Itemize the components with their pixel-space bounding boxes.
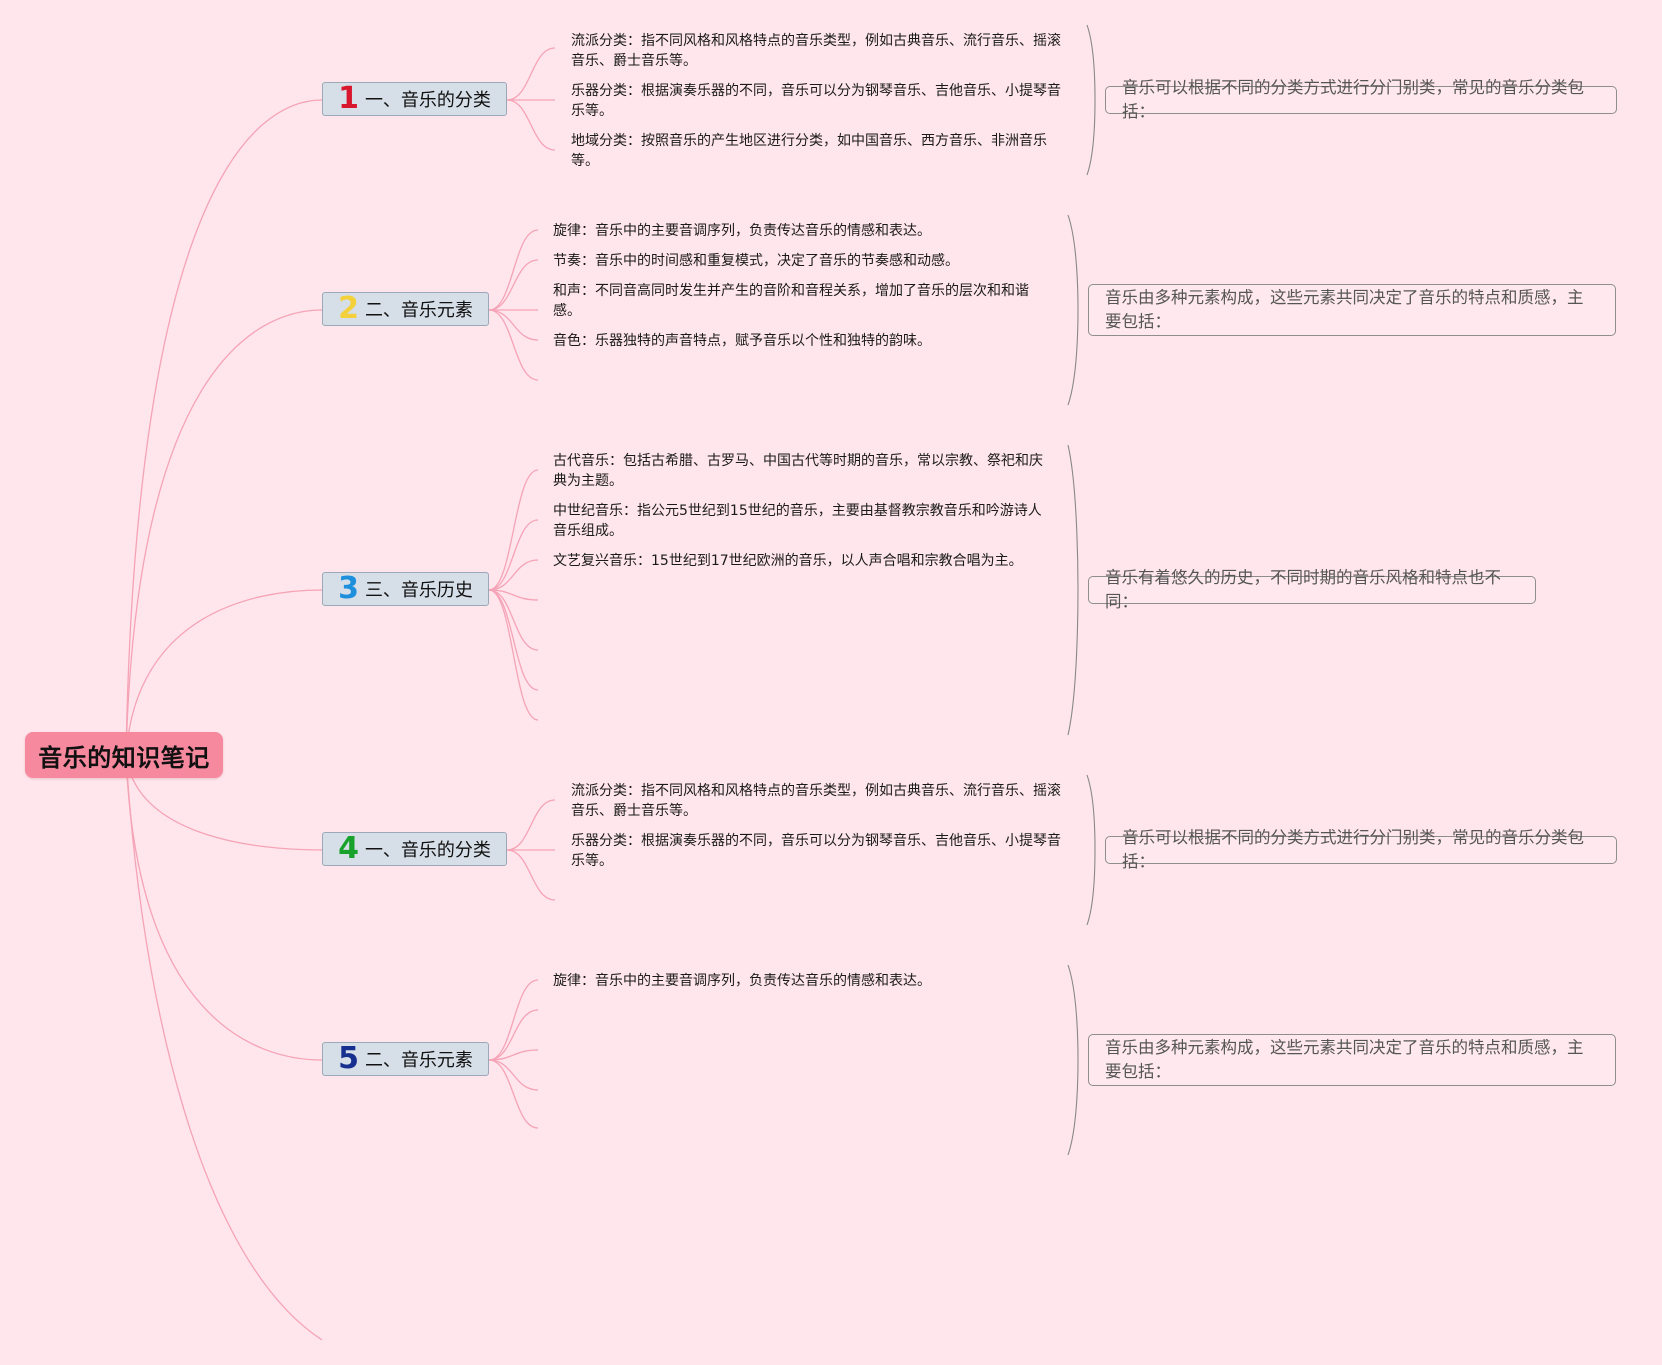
leaf-connector-4-1	[506, 799, 556, 851]
topic-number-badge: 3	[338, 571, 359, 606]
topic-4[interactable]: 4 一、音乐的分类	[322, 832, 507, 866]
topic-title: 三、音乐历史	[364, 580, 473, 601]
root-connector-5	[125, 754, 323, 1061]
leaf-connector-1-1	[506, 47, 556, 101]
leaf-connector-2-4	[488, 309, 539, 341]
root-connector-3	[125, 589, 323, 756]
leaf-connector-3-6	[488, 589, 539, 691]
summary-3[interactable]: 音乐有着悠久的历史，不同时期的音乐风格和特点也不同：	[1088, 568, 1536, 611]
leaf-4-2[interactable]: 乐器分类：根据演奏乐器的不同，音乐可以分为钢琴音乐、吉他音乐、小提琴音乐等。	[571, 833, 1061, 869]
leaf-connector-3-7	[488, 589, 539, 721]
root-connector-2	[125, 309, 323, 756]
leaf-connector-5-4	[488, 1059, 539, 1091]
topic-number-badge: 5	[338, 1041, 359, 1076]
leaf-2-1[interactable]: 旋律：音乐中的主要音调序列，负责传达音乐的情感和表达。	[553, 223, 931, 239]
leaf-2-3[interactable]: 和声：不同音高同时发生并产生的音阶和音程关系，增加了音乐的层次和和谐感。	[553, 283, 1029, 319]
leaf-5-1[interactable]: 旋律：音乐中的主要音调序列，负责传达音乐的情感和表达。	[553, 973, 931, 989]
leaf-1-1[interactable]: 流派分类：指不同风格和风格特点的音乐类型，例如古典音乐、流行音乐、摇滚音乐、爵士…	[571, 33, 1061, 69]
summary-bracket-5	[1067, 964, 1079, 1156]
topic-number-badge: 2	[338, 291, 359, 326]
leaf-connector-5-5	[488, 1059, 539, 1129]
leaf-3-3[interactable]: 文艺复兴音乐：15世纪到17世纪欧洲的音乐，以人声合唱和宗教合唱为主。	[553, 553, 1023, 569]
leaf-connector-3-3	[488, 559, 539, 591]
topic-3[interactable]: 3 三、音乐历史	[322, 572, 489, 606]
leaf-2-4[interactable]: 音色：乐器独特的声音特点，赋予音乐以个性和独特的韵味。	[553, 333, 931, 349]
summary-text: 音乐可以根据不同的分类方式进行分门别类，常见的音乐分类包括：	[1122, 78, 1584, 121]
topic-5[interactable]: 5 二、音乐元素	[322, 1042, 489, 1076]
leaf-connector-5-3	[488, 1049, 539, 1061]
leaf-connector-1-3	[506, 99, 556, 151]
leaf-connector-2-1	[488, 229, 539, 311]
leaf-2-2[interactable]: 节奏：音乐中的时间感和重复模式，决定了音乐的节奏感和动感。	[553, 253, 959, 269]
leaf-4-1[interactable]: 流派分类：指不同风格和风格特点的音乐类型，例如古典音乐、流行音乐、摇滚音乐、爵士…	[571, 783, 1061, 819]
summary-2[interactable]: 音乐由多种元素构成，这些元素共同决定了音乐的特点和质感，主要包括：	[1088, 284, 1616, 336]
leaf-connector-5-1	[488, 979, 539, 1061]
leaf-connector-2-5	[488, 309, 539, 381]
leaf-connector-2-2	[488, 259, 539, 311]
leaf-connector-4-3	[506, 849, 556, 901]
leaf-connector-3-4	[488, 589, 539, 601]
topic-number-badge: 4	[338, 831, 359, 866]
leaf-connector-5-2	[488, 1009, 539, 1061]
summary-bracket-4	[1086, 774, 1096, 926]
leaf-connector-3-2	[488, 519, 539, 591]
topic-2[interactable]: 2 二、音乐元素	[322, 292, 489, 326]
topic-title: 一、音乐的分类	[364, 90, 491, 111]
leaf-1-3[interactable]: 地域分类：按照音乐的产生地区进行分类，如中国音乐、西方音乐、非洲音乐等。	[571, 133, 1047, 169]
leaf-1-2[interactable]: 乐器分类：根据演奏乐器的不同，音乐可以分为钢琴音乐、吉他音乐、小提琴音乐等。	[571, 83, 1061, 119]
summary-bracket-1	[1086, 24, 1096, 176]
topic-title: 一、音乐的分类	[364, 840, 491, 861]
leaf-connector-3-5	[488, 589, 539, 651]
root-title: 音乐的知识笔记	[38, 743, 210, 772]
summary-5[interactable]: 音乐由多种元素构成，这些元素共同决定了音乐的特点和质感，主要包括：	[1088, 1034, 1616, 1086]
root-topic[interactable]: 音乐的知识笔记	[25, 732, 223, 778]
summary-bracket-3	[1067, 444, 1079, 736]
summary-text: 音乐由多种元素构成，这些元素共同决定了音乐的特点和质感，主要包括：	[1105, 1038, 1584, 1081]
leaf-3-2[interactable]: 中世纪音乐：指公元5世纪到15世纪的音乐，主要由基督教宗教音乐和吟游诗人音乐组成…	[553, 503, 1042, 539]
topic-number-badge: 1	[338, 81, 359, 116]
root-connector-tail	[125, 754, 323, 1341]
summary-text: 音乐有着悠久的历史，不同时期的音乐风格和特点也不同：	[1105, 568, 1501, 611]
summary-bracket-2	[1067, 214, 1079, 406]
root-connector-1	[125, 99, 323, 756]
topic-title: 二、音乐元素	[364, 1050, 473, 1071]
topic-title: 二、音乐元素	[364, 300, 473, 321]
summary-1[interactable]: 音乐可以根据不同的分类方式进行分门别类，常见的音乐分类包括：	[1105, 78, 1617, 121]
summary-text: 音乐可以根据不同的分类方式进行分门别类，常见的音乐分类包括：	[1122, 828, 1584, 871]
leaf-connector-3-1	[488, 469, 539, 591]
summary-text: 音乐由多种元素构成，这些元素共同决定了音乐的特点和质感，主要包括：	[1105, 288, 1584, 331]
topic-1[interactable]: 1 一、音乐的分类	[322, 82, 507, 116]
summary-4[interactable]: 音乐可以根据不同的分类方式进行分门别类，常见的音乐分类包括：	[1105, 828, 1617, 871]
leaf-3-1[interactable]: 古代音乐：包括古希腊、古罗马、中国古代等时期的音乐，常以宗教、祭祀和庆典为主题。	[553, 453, 1043, 489]
root-connector-4	[125, 754, 323, 851]
